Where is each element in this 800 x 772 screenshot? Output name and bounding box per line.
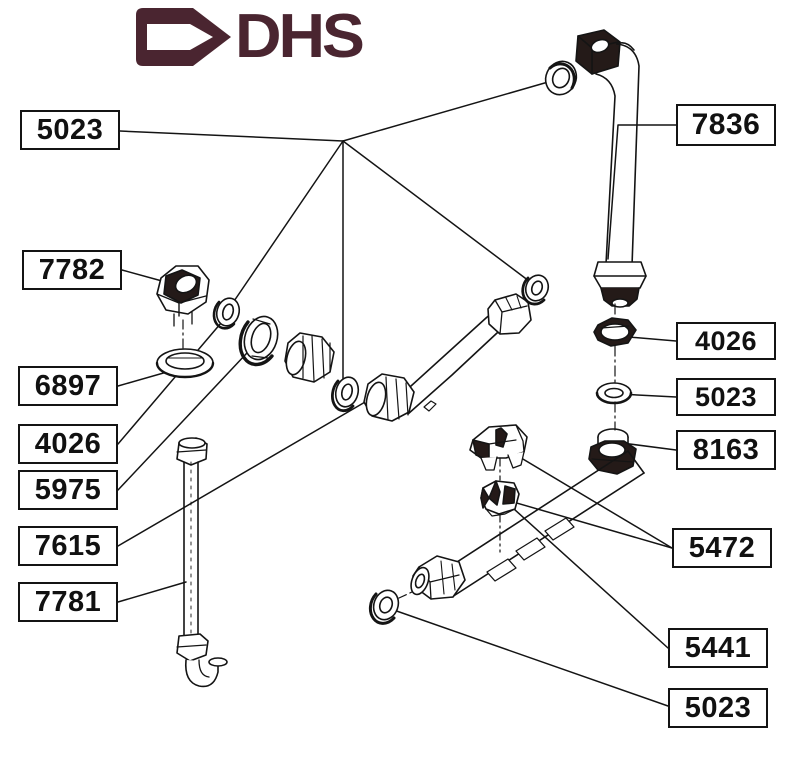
part-washer-5023 [595, 382, 633, 405]
leader-7836 [607, 124, 677, 260]
leader-7615 [117, 397, 373, 547]
callout-5441[interactable]: 5441 [668, 628, 768, 668]
part-gasket-6897 [155, 348, 215, 379]
callout-7782[interactable]: 7782 [22, 250, 122, 290]
part-washer-5023 [544, 60, 578, 96]
leader-7781 [117, 581, 187, 603]
part-washer-5023 [331, 376, 360, 413]
leader-lines [117, 77, 677, 707]
part-bent-tube-7615 [363, 293, 532, 422]
leader-5472b [495, 496, 673, 549]
part-washer-5023 [212, 297, 241, 330]
leader-7782 [121, 269, 163, 282]
part-locknut-4026 [238, 315, 279, 367]
callout-6897[interactable]: 6897 [18, 366, 118, 406]
callout-7781[interactable]: 7781 [18, 582, 118, 622]
centerline-bottom-washer [398, 591, 413, 599]
callout-5472[interactable]: 5472 [672, 528, 772, 568]
part-washer-5023 [521, 274, 550, 306]
callout-7836[interactable]: 7836 [676, 104, 776, 146]
callout-5023-right[interactable]: 5023 [676, 378, 776, 416]
dhs-logo-text: DHS [235, 2, 365, 71]
callout-4026-right[interactable]: 4026 [676, 322, 776, 360]
leader-4026-left [117, 315, 228, 445]
callout-5023-bottom[interactable]: 5023 [668, 688, 768, 728]
leader-5023-bottom [387, 607, 669, 707]
leader-5023-b1 [342, 77, 563, 142]
leader-5023-trunk [119, 130, 344, 142]
leader-8163 [621, 442, 677, 451]
part-washer-5023 [368, 589, 400, 625]
callout-5023-top-left[interactable]: 5023 [20, 110, 120, 150]
dhs-logo: DHS [135, 6, 365, 68]
part-coupling-5975 [284, 332, 335, 383]
leader-5023-b4 [229, 140, 344, 308]
callout-4026-left[interactable]: 4026 [18, 424, 118, 464]
part-valve-7782 [156, 265, 210, 327]
part-support-bar-5441 [410, 450, 645, 600]
leader-5975 [117, 336, 263, 491]
part-clip-5472 [480, 480, 520, 517]
part-fitting-8163 [588, 428, 637, 475]
callout-8163[interactable]: 8163 [676, 430, 776, 470]
callout-7615[interactable]: 7615 [18, 526, 118, 566]
part-riser-pipe-7836 [575, 29, 647, 308]
callout-5975[interactable]: 5975 [18, 470, 118, 510]
leader-5023-b2 [342, 140, 530, 282]
arrow-right-block-icon [136, 8, 231, 66]
leader-5441 [503, 499, 669, 649]
part-drop-tube-7781 [176, 437, 228, 688]
part-clip-5472 [469, 424, 528, 471]
part-locknut-4026 [593, 317, 637, 347]
